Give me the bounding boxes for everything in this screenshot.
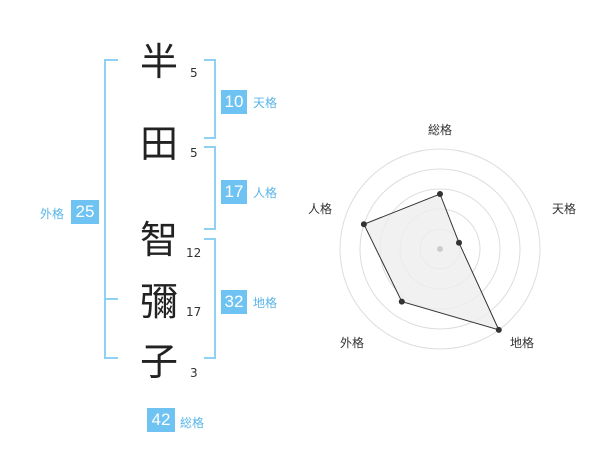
- jinkaku-value: 17: [221, 180, 247, 204]
- radar-series-polygon: [363, 193, 500, 331]
- tenkaku-bracket: [204, 59, 216, 139]
- name-char-5: 子: [139, 340, 178, 384]
- gaikaku-label: 外格: [40, 207, 65, 221]
- stroke-count-4: 17: [186, 305, 202, 319]
- gaikaku-bracket-divider: [104, 298, 118, 300]
- radar-ring: [339, 148, 541, 350]
- jinkaku-label: 人格: [253, 186, 278, 200]
- radar-point-1: [437, 191, 443, 197]
- chikaku-value: 32: [221, 290, 247, 314]
- name-char-3: 智: [139, 218, 178, 262]
- radar-center: [437, 246, 443, 252]
- gaikaku-value: 25: [71, 200, 99, 224]
- tenkaku-label: 天格: [253, 96, 278, 110]
- radar-point-5: [360, 221, 367, 228]
- gaikaku-bracket: [104, 59, 118, 359]
- radar-point-4: [398, 298, 405, 305]
- radar-point-2: [456, 239, 462, 246]
- stroke-count-3: 12: [186, 246, 202, 260]
- radar-axis-label-tenkaku: 天格: [552, 202, 577, 216]
- name-char-4: 彌: [139, 280, 178, 324]
- chikaku-bracket: [204, 238, 216, 359]
- soukaku-label: 総格: [180, 416, 205, 430]
- name-char-1: 半: [139, 40, 178, 84]
- stroke-count-2: 5: [190, 146, 198, 160]
- radar-axis-label-chikaku: 地格: [510, 336, 535, 350]
- chikaku-label: 地格: [253, 296, 278, 310]
- radar-axis-label-jinkaku: 人格: [308, 202, 333, 216]
- radar-axis-label-gaikaku: 外格: [340, 336, 365, 350]
- name-char-2: 田: [139, 122, 178, 166]
- stroke-count-1: 5: [190, 66, 198, 80]
- radar-axis-label-soukaku: 総格: [428, 123, 453, 137]
- stroke-count-5: 3: [190, 366, 198, 380]
- jinkaku-bracket: [204, 146, 216, 230]
- soukaku-value: 42: [147, 408, 175, 432]
- radar-ring: [359, 168, 521, 330]
- tenkaku-value: 10: [221, 90, 247, 114]
- radar-point-3: [495, 326, 502, 333]
